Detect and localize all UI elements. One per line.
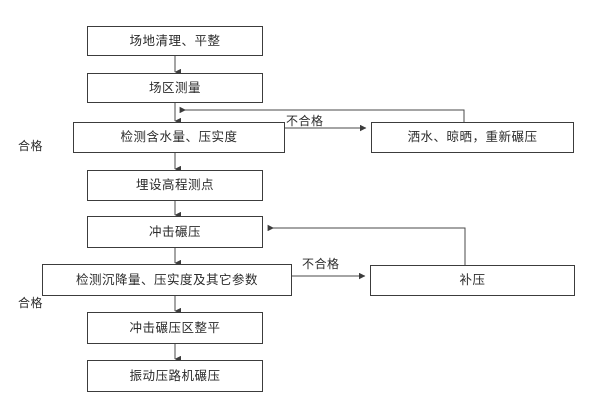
node-site-survey[interactable]: 场区测量 (87, 73, 263, 103)
node-vibratory-roller-compaction[interactable]: 振动压路机碾压 (87, 360, 263, 392)
edge-label-pass-lower: 合格 (18, 296, 44, 310)
node-embed-elevation-point[interactable]: 埋设高程测点 (87, 170, 263, 201)
node-level-impact-rolled-area[interactable]: 冲击碾压区整平 (87, 312, 263, 344)
node-test-settlement-params[interactable]: 检测沉降量、压实度及其它参数 (42, 264, 292, 296)
edge-re-press-feedback (267, 224, 466, 265)
node-supplementary-pressing[interactable]: 补压 (370, 265, 575, 296)
edge-label-fail-lower: 不合格 (302, 257, 340, 271)
node-site-clear[interactable]: 场地清理、平整 (87, 26, 263, 56)
node-test-moisture-compaction[interactable]: 检测含水量、压实度 (73, 122, 285, 153)
node-water-dry-recompact[interactable]: 洒水、晾晒，重新碾压 (371, 122, 574, 153)
edge-label-pass-upper: 合格 (18, 139, 44, 153)
edge-label-fail-upper: 不合格 (286, 114, 324, 128)
node-impact-rolling[interactable]: 冲击碾压 (87, 216, 263, 248)
